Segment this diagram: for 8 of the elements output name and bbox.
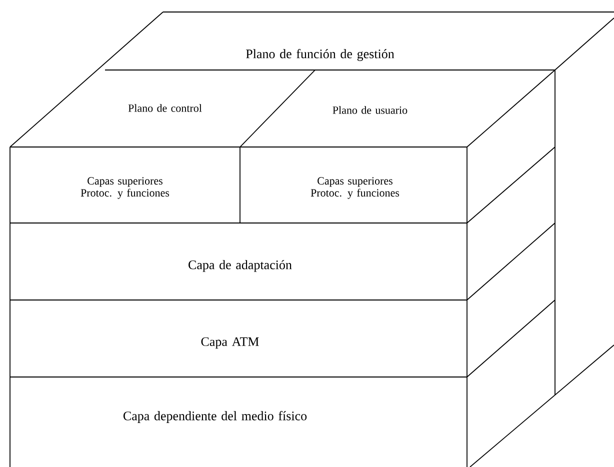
plane-label: Plano de función de gestión (246, 49, 394, 61)
plane-label: Plano de control (128, 104, 202, 112)
plane-label: Plano de usuario (332, 106, 408, 114)
layer-label: Capas superiores Protoc. y funciones (310, 177, 400, 199)
layer-label: Capa dependiente del medio físico (123, 411, 307, 423)
layer-label: Capas superiores Protoc. y funciones (80, 177, 170, 199)
layer-label: Capa ATM (201, 337, 259, 349)
layer-label: Capa de adaptación (188, 260, 292, 272)
